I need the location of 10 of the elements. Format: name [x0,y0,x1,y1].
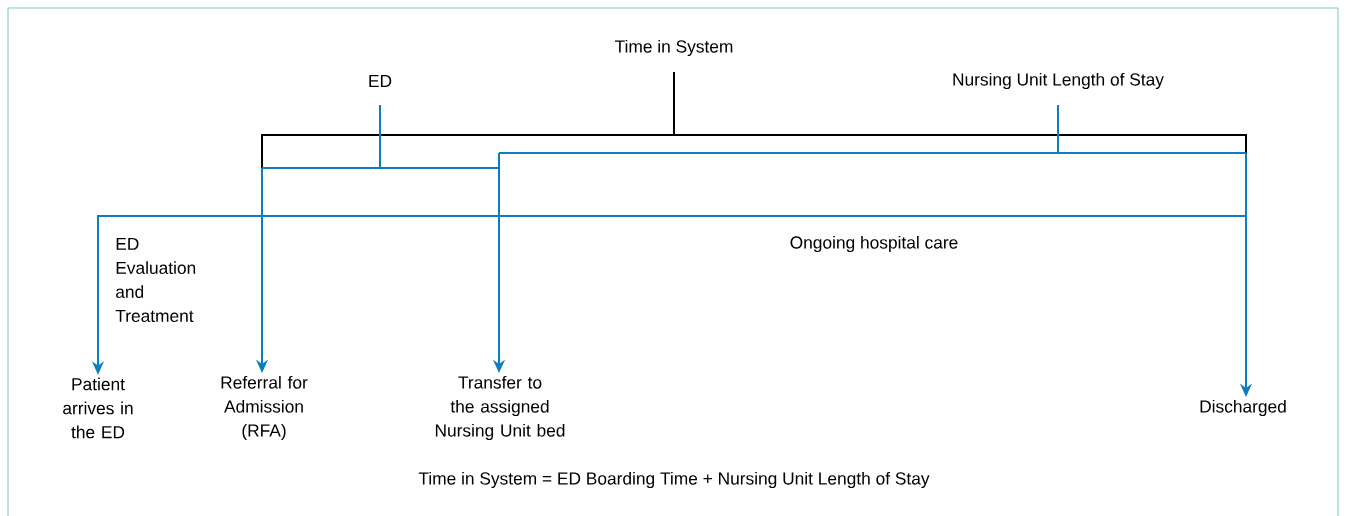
event-label: Transfer to the assigned Nursing Unit bed [435,375,565,441]
bracket-label: Nursing Unit Length of Stay [953,72,1164,90]
phase-label: ED Evaluation and Treatment [115,237,196,323]
event-label: Discharged [1200,399,1286,417]
event-label: Patient arrives in the ED [63,377,133,439]
event-label: Referral for Admission (RFA) [221,375,308,441]
caption: Time in System = ED Boarding Time + Nursing Unit Length of Stay [418,471,930,489]
phase-label: Ongoing hospital care [790,235,958,253]
bracket-label: ED [369,75,392,87]
bracket-label: Time in System [615,39,733,57]
